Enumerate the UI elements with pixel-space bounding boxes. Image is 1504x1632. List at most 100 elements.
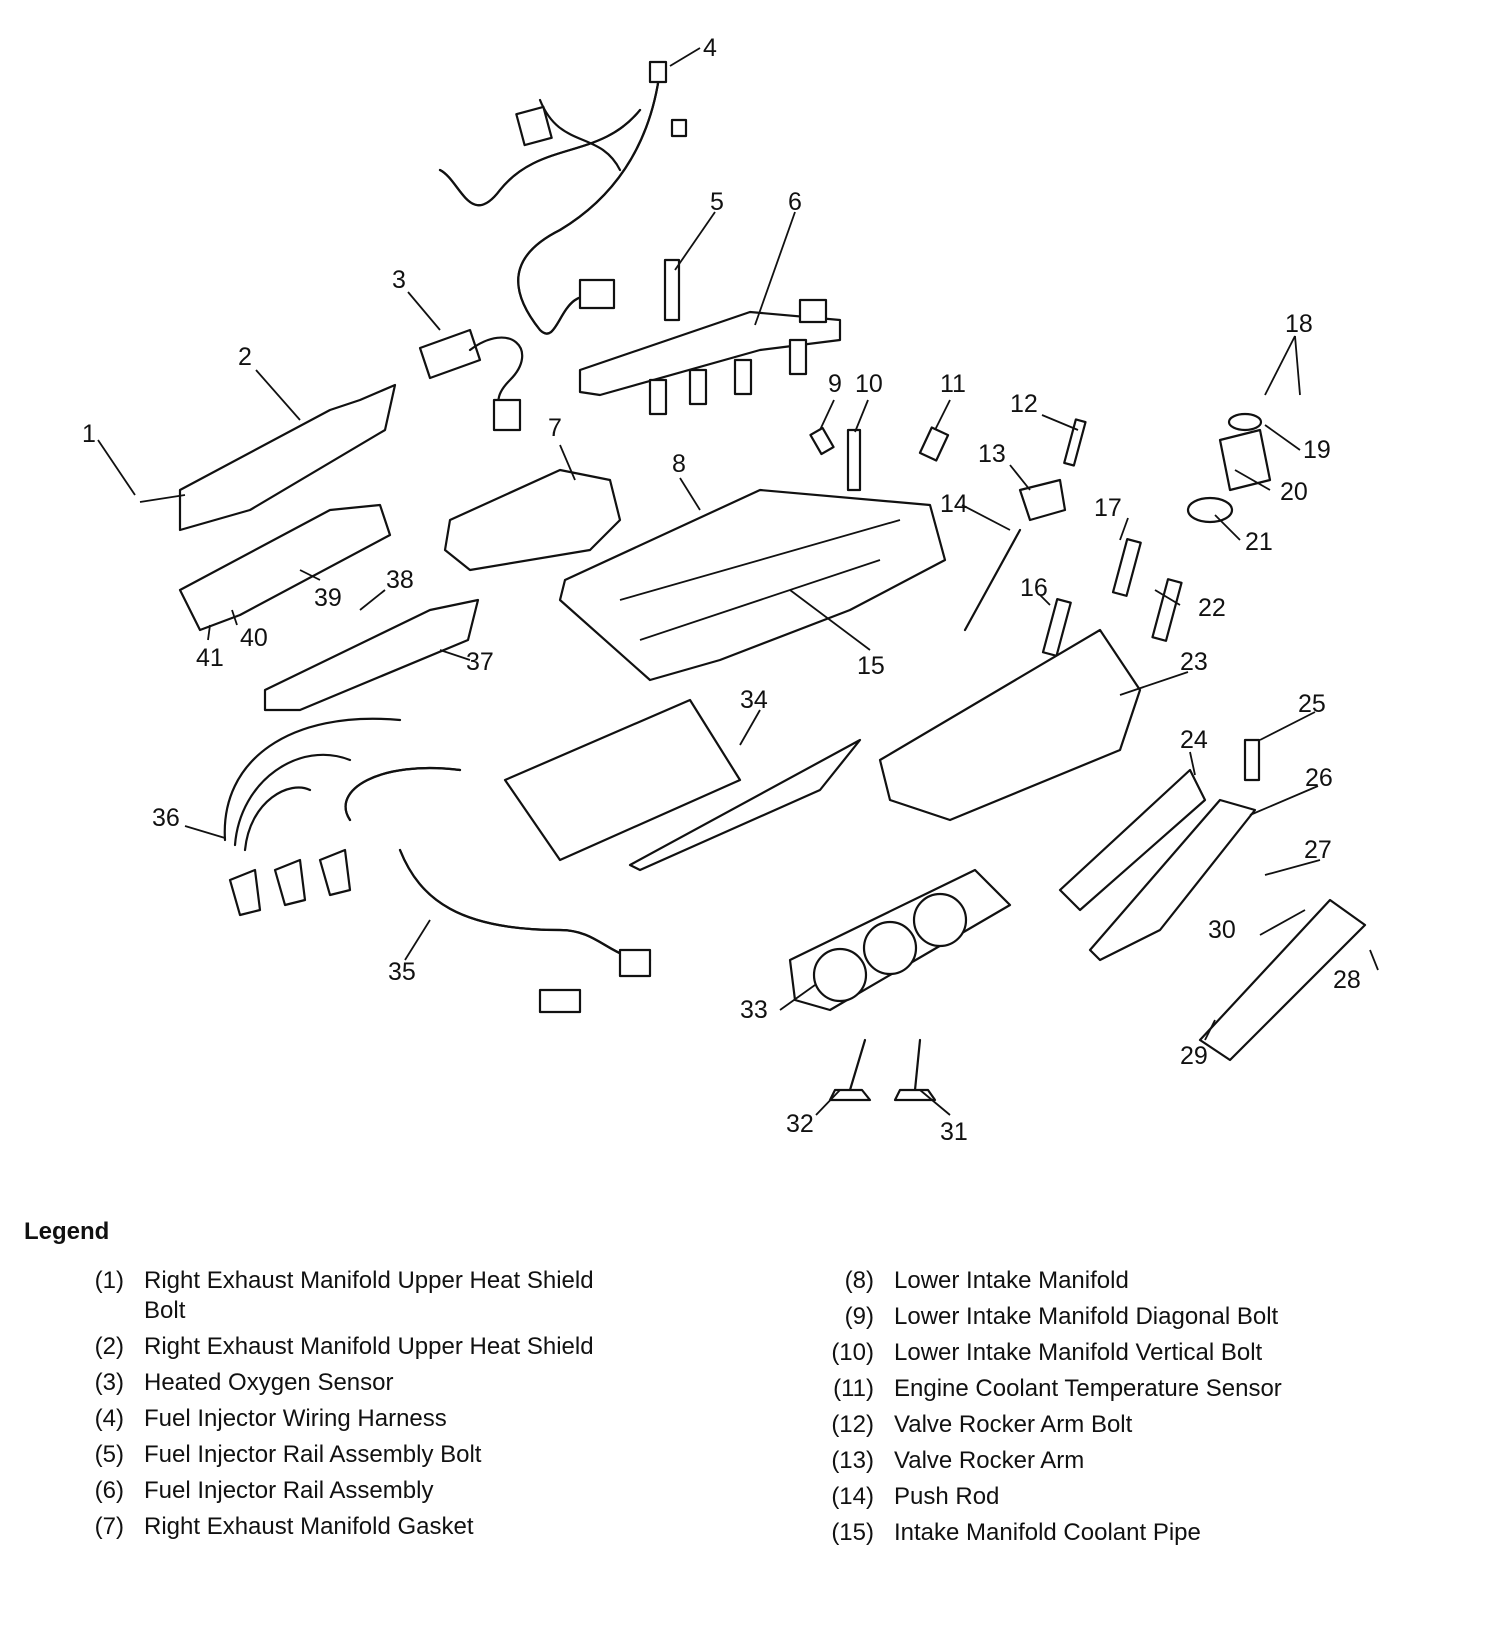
cylinder-head-gasket-drawing [788, 868, 1012, 1012]
legend-item-text: Lower Intake Manifold [894, 1267, 1129, 1294]
callout-4: 4 [703, 34, 717, 62]
callout-30: 30 [1208, 916, 1236, 944]
callout-33: 33 [740, 996, 768, 1024]
callout-7: 7 [548, 414, 562, 442]
legend-item-number: (11) [833, 1375, 874, 1402]
callout-26: 26 [1305, 764, 1333, 792]
legend-item: (5) Fuel Injector Rail Assembly Bolt [62, 1440, 722, 1470]
callout-16: 16 [1020, 574, 1048, 602]
callout-25: 25 [1298, 690, 1326, 718]
callout-34: 34 [740, 686, 768, 714]
legend-item-number: (7) [94, 1513, 124, 1540]
legend-item: (14)Push Rod [812, 1482, 1492, 1512]
egr-pipe-gasket-drawing [1088, 798, 1257, 962]
legend-item: (12) Valve Rocker Arm Bolt [812, 1410, 1492, 1440]
legend-item: (9) Lower Intake Manifold Diagonal Bolt [812, 1302, 1492, 1332]
callout-37: 37 [466, 648, 494, 676]
legend-item-number: (14) [831, 1483, 874, 1510]
push-rod-drawing [963, 528, 1022, 632]
legend-item-text: Fuel Injector Rail Assembly Bolt [144, 1441, 482, 1468]
callout-24: 24 [1180, 726, 1208, 754]
legend-item: (3) Heated Oxygen Sensor [62, 1368, 722, 1398]
legend-item-number: (4) [94, 1405, 124, 1432]
callout-12: 12 [1010, 390, 1038, 418]
callout-31: 31 [940, 1118, 968, 1146]
fuel-injector-wiring-harness-drawing [438, 60, 688, 335]
callout-40: 40 [240, 624, 268, 652]
legend-item-text: Lower Intake Manifold Vertical Bolt [894, 1339, 1263, 1366]
legend-item-text: Engine Coolant Temperature Sensor [894, 1375, 1282, 1402]
lower-heat-shield-drawing [263, 598, 480, 712]
legend-item-text: Fuel Injector Rail Assembly [144, 1477, 434, 1504]
legend-item-text: Valve Rocker Arm [894, 1447, 1085, 1474]
callout-29: 29 [1180, 1042, 1208, 1070]
valve-rocker-arm-drawing [1018, 478, 1067, 522]
legend-item-number: (8) [844, 1267, 874, 1294]
crossover-pipe-drawing [1198, 898, 1367, 1062]
legend-item: (11) Engine Coolant Temperature Sensor [812, 1374, 1492, 1404]
callout-14: 14 [940, 490, 968, 518]
legend-left-column: (1) Right Exhaust Manifold Upper Heat Shi… [62, 1266, 722, 1548]
callout-19: 19 [1303, 436, 1331, 464]
legend-item-number: (12) [831, 1411, 874, 1438]
legend-item-number: (9) [844, 1303, 874, 1330]
callout-35: 35 [388, 958, 416, 986]
legend-item-number: (6) [94, 1477, 124, 1504]
callout-labels: 1 2 3 4 5 6 7 8 9 10 11 12 13 14 15 16 1… [82, 34, 1361, 1146]
legend-item-text: Fuel Injector Wiring Harness [144, 1405, 447, 1432]
leader-lines [97, 47, 1379, 1116]
callout-27: 27 [1304, 836, 1332, 864]
callout-18: 18 [1285, 310, 1313, 338]
heated-oxygen-sensor-drawing [418, 328, 524, 432]
valve-spring-drawing [1186, 412, 1272, 524]
legend-item: (6) Fuel Injector Rail Assembly [62, 1476, 722, 1506]
lower-intake-manifold-drawing [558, 488, 947, 682]
cylinder-head-drawing [878, 628, 1142, 822]
legend-item-text: Valve Rocker Arm Bolt [894, 1411, 1133, 1438]
legend-item-text: Lower Intake Manifold Diagonal Bolt [894, 1303, 1279, 1330]
exhaust-manifold-gasket-drawing [443, 468, 622, 572]
callout-38: 38 [386, 566, 414, 594]
legend-item: (4) Fuel Injector Wiring Harness [62, 1404, 722, 1434]
intake-gaskets-drawing [503, 698, 742, 862]
legend-item-number: (13) [831, 1447, 874, 1474]
spark-plug-wires-drawing [223, 717, 402, 917]
legend-item-number: (2) [94, 1333, 124, 1360]
callout-32: 32 [786, 1110, 814, 1138]
legend-item-number: (10) [831, 1339, 874, 1366]
legend-item: (15) Intake Manifold Coolant Pipe [812, 1518, 1492, 1548]
exploded-parts-diagram: 1 2 3 4 5 6 7 8 9 10 11 12 13 14 15 16 1… [82, 34, 1379, 1146]
exhaust-manifold-left-gasket-drawing [1058, 768, 1207, 912]
legend-item: (13) Valve Rocker Arm [812, 1446, 1492, 1476]
bolts-drawing [809, 418, 1261, 782]
legend-item: (7)Right Exhaust Manifold Gasket [62, 1512, 722, 1542]
callout-6: 6 [788, 188, 802, 216]
callout-39: 39 [314, 584, 342, 612]
legend-item-text: Right Exhaust Manifold Upper Heat Shield… [144, 1267, 594, 1324]
legend-item-number: (3) [94, 1369, 124, 1396]
callout-10: 10 [855, 370, 883, 398]
callout-11: 11 [940, 370, 966, 398]
callout-21: 21 [1245, 528, 1273, 556]
legend-item-text: Heated Oxygen Sensor [144, 1369, 394, 1396]
legend-item: (2) Right Exhaust Manifold Upper Heat Shi… [62, 1332, 722, 1362]
callout-3: 3 [392, 266, 406, 294]
legend-item: (10) Lower Intake Manifold Vertical Bolt [812, 1338, 1492, 1368]
callout-20: 20 [1280, 478, 1308, 506]
legend-item-number: (1) [94, 1267, 124, 1294]
legend-item-number: (15) [831, 1519, 874, 1546]
callout-1: 1 [82, 420, 96, 448]
callout-8: 8 [672, 450, 686, 478]
legend-item-text: Intake Manifold Coolant Pipe [894, 1519, 1201, 1546]
callout-28: 28 [1333, 966, 1361, 994]
engine-wiring-harness-drawing [344, 766, 652, 1014]
callout-9: 9 [828, 370, 842, 398]
callout-5: 5 [710, 188, 724, 216]
fuel-injector-rail-drawing [578, 258, 842, 416]
legend-item-text: Right Exhaust Manifold Upper Heat Shield [144, 1333, 594, 1360]
callout-22: 22 [1198, 594, 1226, 622]
legend-item: (1) Right Exhaust Manifold Upper Heat Shi… [62, 1266, 722, 1326]
upper-heat-shield-drawing [178, 383, 397, 532]
callout-2: 2 [238, 343, 252, 371]
legend-item-number: (5) [94, 1441, 124, 1468]
